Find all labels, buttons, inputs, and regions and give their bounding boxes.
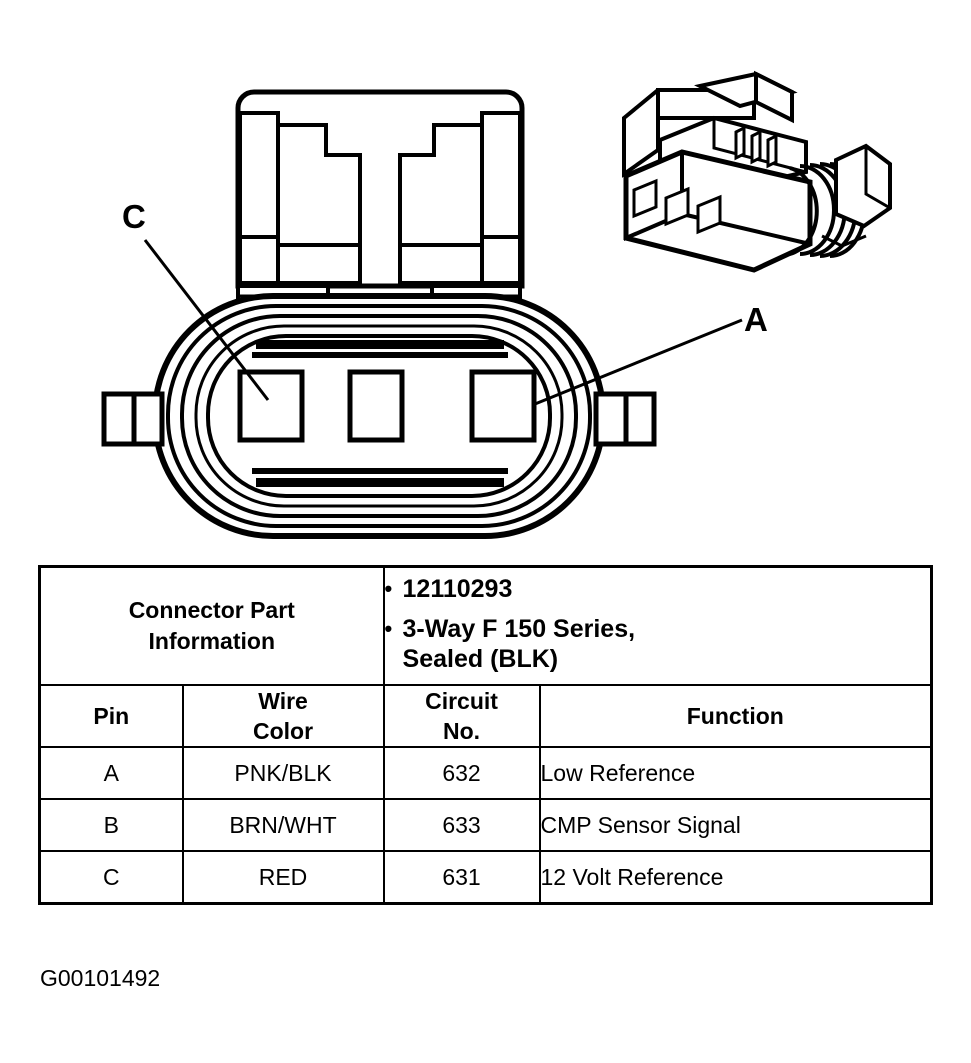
bullet-icon: •	[384, 616, 393, 641]
cell-wire-color: PNK/BLK	[181, 746, 385, 800]
cavity-c	[237, 369, 305, 443]
table-row-part-info: Connector Part Information • 12110293 • …	[38, 565, 933, 686]
cell-pin: B	[38, 798, 184, 852]
connector-latch-housing	[235, 89, 525, 304]
cell-pin: A	[38, 746, 184, 800]
terminal-cavities	[237, 369, 537, 443]
callout-label-a: A	[744, 301, 768, 338]
connector-iso-view	[622, 70, 892, 273]
column-header-wire-line2: Color	[252, 718, 314, 744]
callout-label-c: C	[122, 198, 146, 235]
figure-id-label: G00101492	[40, 965, 161, 991]
connector-figure: C A	[101, 70, 892, 539]
leader-line-a	[534, 318, 743, 406]
leader-line-c	[143, 239, 270, 401]
column-header-wire-color: Wire Color	[181, 684, 385, 748]
cell-function: Low Reference	[538, 746, 933, 800]
cell-circuit-no: 632	[382, 746, 541, 800]
cell-circuit-no: 633	[382, 798, 541, 852]
cell-wire-color: RED	[181, 850, 385, 905]
part-info-bullet-2: • 3-Way F 150 Series, Sealed (BLK)	[385, 614, 931, 674]
part-info-label-line2: Information	[148, 628, 276, 654]
cell-circuit-no: 631	[382, 850, 541, 905]
cell-wire-color: BRN/WHT	[181, 798, 385, 852]
cell-function: CMP Sensor Signal	[538, 798, 933, 852]
part-info-label-line1: Connector Part	[128, 597, 295, 623]
cell-pin: C	[38, 850, 184, 905]
table-row: A PNK/BLK 632 Low Reference	[38, 746, 933, 800]
table-header-row: Pin Wire Color Circuit No. Function	[38, 684, 933, 748]
part-info-bullet-1: • 12110293	[385, 574, 931, 604]
bullet-icon: •	[384, 576, 393, 601]
connector-spec-table: Connector Part Information • 12110293 • …	[38, 565, 934, 905]
part-number: 12110293	[402, 575, 513, 603]
callout-leader-lines	[143, 239, 743, 406]
column-header-pin: Pin	[38, 684, 184, 748]
cell-function: 12 Volt Reference	[538, 850, 933, 905]
column-header-circuit-line2: No.	[442, 718, 481, 744]
cavity-a	[469, 369, 537, 443]
column-header-circuit-line1: Circuit	[425, 688, 498, 714]
column-header-pin-label: Pin	[93, 703, 130, 729]
column-header-circuit-no: Circuit No.	[382, 684, 541, 748]
column-header-function-label: Function	[686, 703, 784, 729]
part-description-line1: 3-Way F 150 Series,	[402, 615, 636, 643]
cavity-b	[347, 369, 405, 443]
side-tabs	[101, 391, 657, 447]
column-header-wire-line1: Wire	[258, 688, 308, 714]
part-description: 3-Way F 150 Series, Sealed (BLK)	[403, 614, 636, 674]
part-info-bullets-cell: • 12110293 • 3-Way F 150 Series, Sealed …	[382, 565, 933, 686]
connector-internal-bars	[252, 340, 508, 487]
table-row: B BRN/WHT 633 CMP Sensor Signal	[38, 798, 933, 852]
table-row: C RED 631 12 Volt Reference	[38, 850, 933, 905]
part-info-label-cell: Connector Part Information	[38, 565, 385, 686]
part-description-line2: Sealed (BLK)	[402, 645, 559, 673]
column-header-function: Function	[538, 684, 933, 748]
